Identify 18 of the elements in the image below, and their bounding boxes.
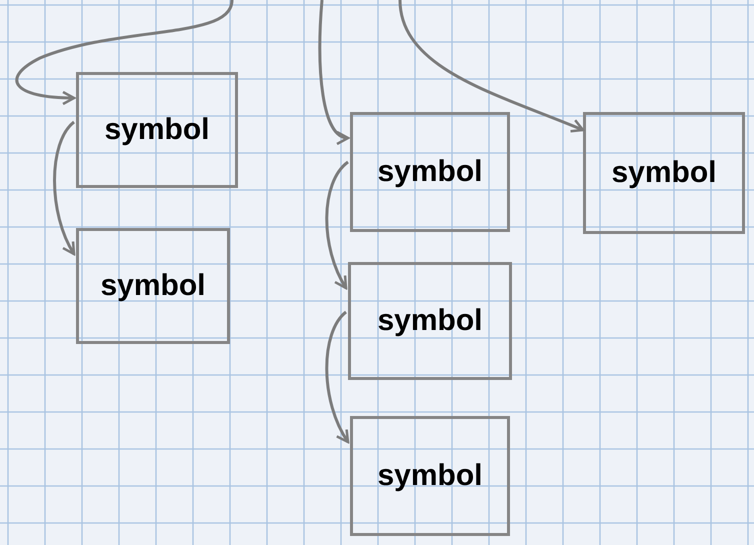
arrow [398, 0, 584, 133]
symbol-box [350, 112, 510, 232]
box-label: symbol [377, 157, 483, 187]
symbol-box [350, 416, 510, 536]
symbol-box [76, 228, 230, 344]
symbol-box [76, 72, 238, 188]
box-label: symbol [377, 306, 483, 336]
arrow [325, 310, 350, 444]
box-label: symbol [100, 271, 206, 301]
arrow [325, 160, 350, 290]
arrow [53, 120, 76, 256]
arrow [16, 0, 234, 105]
box-label: symbol [104, 115, 210, 145]
symbol-box [583, 112, 745, 234]
arrow [318, 0, 350, 143]
symbol-box [348, 262, 512, 380]
box-label: symbol [377, 461, 483, 491]
box-label: symbol [611, 158, 717, 188]
